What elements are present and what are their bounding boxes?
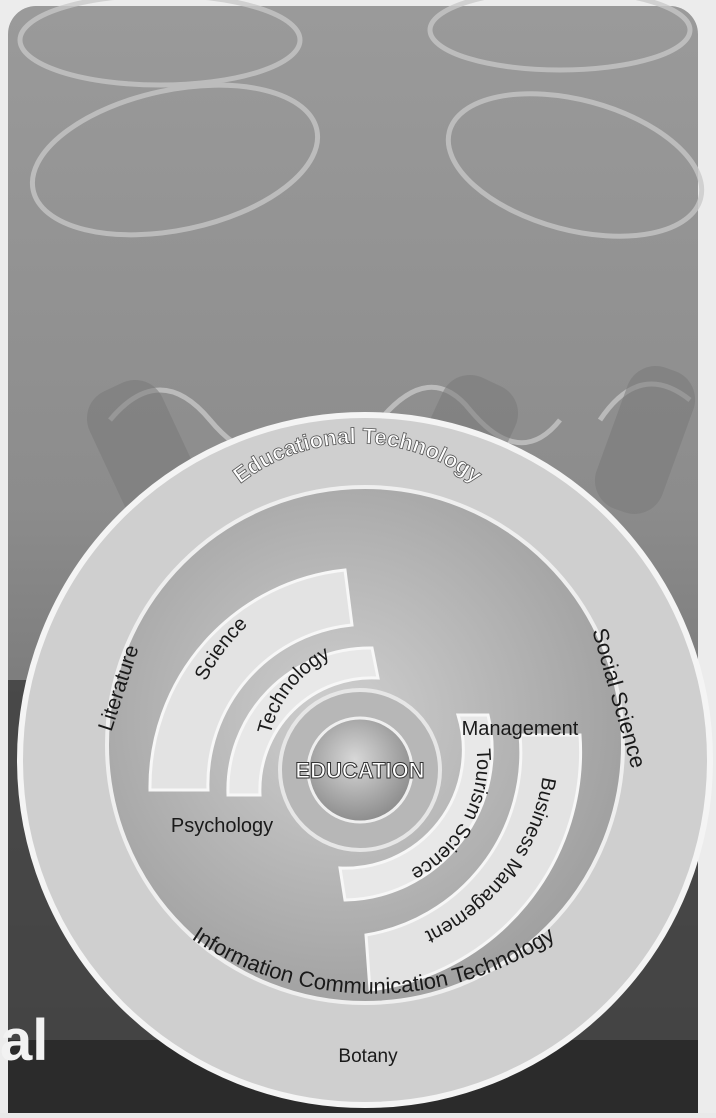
management-label: Management [462,718,579,740]
center-label: EDUCATION [295,758,424,783]
psychology-label: Psychology [171,815,273,837]
cover-text-fragment: al [0,1008,48,1073]
botany-label: Botany [338,1046,398,1067]
